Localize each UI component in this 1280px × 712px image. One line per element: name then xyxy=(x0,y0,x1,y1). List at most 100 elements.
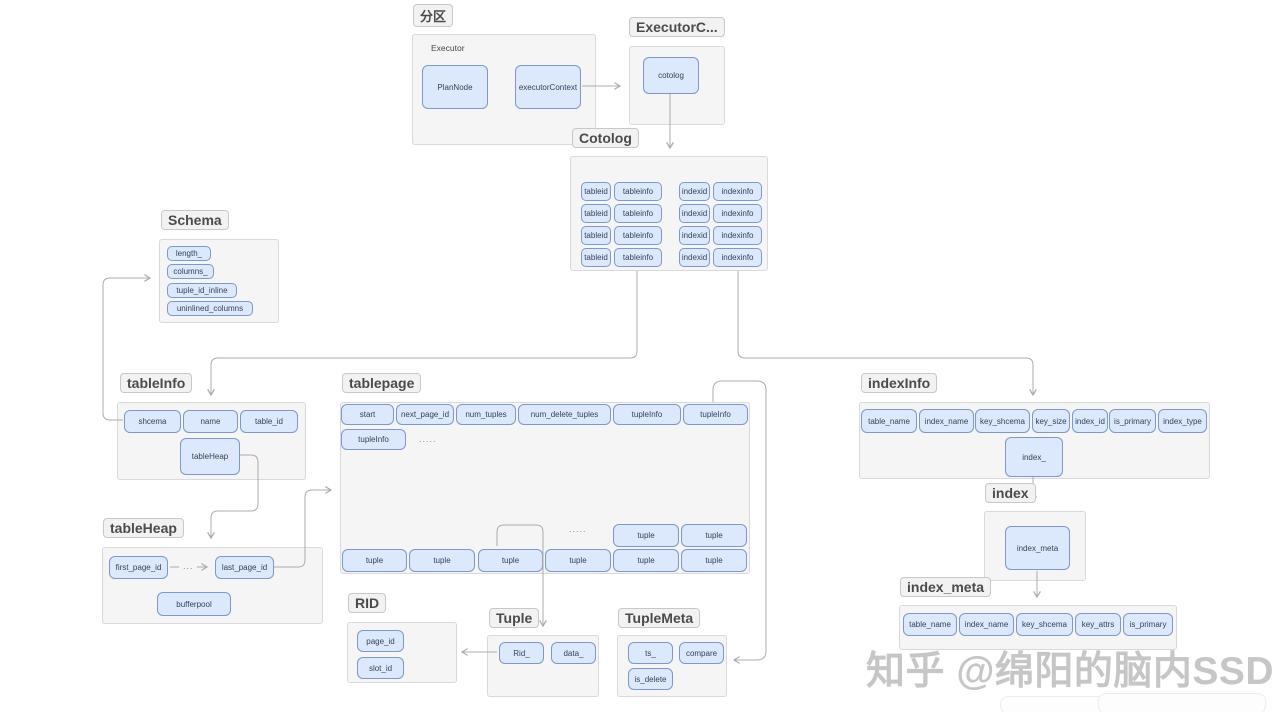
tableid-cell: tableid xyxy=(581,204,611,223)
indexid-cell: indexid xyxy=(679,226,710,245)
cotolog-container: tableid tableinfo indexid indexinfo tabl… xyxy=(570,156,768,271)
ellipsis-text: ..... xyxy=(419,434,437,444)
tableinfo-cell: tableinfo xyxy=(614,204,662,223)
indexid-cell: indexid xyxy=(679,182,710,201)
last-page-id-box: last_page_id xyxy=(215,556,274,579)
indexmeta-label: index_meta xyxy=(900,577,992,597)
index-name-box: index_name xyxy=(919,409,974,433)
table-id-box: table_id xyxy=(240,410,298,433)
length-box: length_ xyxy=(167,246,211,261)
wire-lastpage-to-tablepage xyxy=(274,486,333,568)
bufferpool-box: bufferpool xyxy=(157,592,231,616)
index-ref-box: index_ xyxy=(1005,437,1063,477)
wire-tuple-to-tuple-struct xyxy=(496,524,547,628)
shcema-box: shcema xyxy=(124,410,181,433)
table-name-box: table_name xyxy=(903,613,957,636)
is-delete-box: is_delete xyxy=(628,668,673,690)
tableheap-label: tableHeap xyxy=(103,518,184,538)
key-attrs-box: key_attrs xyxy=(1075,613,1121,636)
tuple-container: Rid_ data_ xyxy=(487,635,599,697)
tuple-box: tuple xyxy=(545,549,611,572)
uninlined-columns-box: uninlined_columns xyxy=(167,301,253,316)
tuple-box: tuple xyxy=(681,524,747,547)
page-id-box: page_id xyxy=(357,630,404,652)
rid-label: RID xyxy=(348,593,387,613)
is-primary-box: is_primary xyxy=(1109,409,1156,433)
start-box: start xyxy=(341,404,394,425)
first-page-id-box: first_page_id xyxy=(109,556,168,579)
indexid-cell: indexid xyxy=(679,248,710,267)
wire-tableheapbox-to-tableheap xyxy=(207,454,259,540)
tuple-id-inline-box: tuple_id_inline xyxy=(167,283,237,298)
table-name-box: table_name xyxy=(861,409,917,433)
schema-container: length_ columns_ tuple_id_inline uninlin… xyxy=(159,239,279,323)
catalog-row: tableid tableinfo indexid indexinfo xyxy=(581,226,767,245)
rid-ref-box: Rid_ xyxy=(499,642,544,664)
cropped-box xyxy=(1098,693,1266,712)
catalog-row: tableid tableinfo indexid indexinfo xyxy=(581,248,767,267)
key-shcema-box: key_shcema xyxy=(975,409,1030,433)
next-page-id-box: next_page_id xyxy=(396,404,454,425)
tuplemeta-container: ts_ compare is_delete xyxy=(617,635,727,697)
indexinfo-cell: indexinfo xyxy=(713,204,762,223)
executor-container: Executor PlanNode executorContext xyxy=(412,34,596,145)
ellipsis-text: ... xyxy=(183,561,194,571)
wire-tupleinfo-to-tuplemeta xyxy=(712,380,767,664)
ts-box: ts_ xyxy=(628,642,673,664)
compare-box: compare xyxy=(679,642,724,664)
index-label: index xyxy=(985,483,1036,503)
executorcontext-container: cotolog xyxy=(629,46,725,125)
tableid-cell: tableid xyxy=(581,226,611,245)
tableheap-ref-box: tableHeap xyxy=(180,438,240,475)
is-primary-box: is_primary xyxy=(1123,613,1173,636)
executorcontext-label: ExecutorC... xyxy=(629,17,725,37)
index-meta-ref-box: index_meta xyxy=(1005,526,1070,570)
catalog-row: tableid tableinfo indexid indexinfo xyxy=(581,204,767,223)
indexinfo-cell: indexinfo xyxy=(713,226,762,245)
tableid-cell: tableid xyxy=(581,182,611,201)
wire-shcema-to-schema xyxy=(102,274,152,421)
tableinfo-cell: tableinfo xyxy=(614,248,662,267)
partition-label: 分区 xyxy=(413,4,454,27)
tuple-box: tuple xyxy=(681,549,747,572)
tuple-box: tuple xyxy=(409,549,475,572)
tableinfo-cell: tableinfo xyxy=(614,182,662,201)
watermark-text: 知乎 @绵阳的脑内SSD xyxy=(866,650,1275,693)
key-shcema-box: key_shcema xyxy=(1016,613,1073,636)
indexinfo-container: table_name index_name key_shcema key_siz… xyxy=(859,402,1210,479)
wire-indexinfo-col-to-indexinfo xyxy=(737,271,1037,397)
schema-label: Schema xyxy=(161,210,229,230)
executorcontext-box: executorContext xyxy=(515,65,581,109)
indexinfo-cell: indexinfo xyxy=(713,182,762,201)
name-box: name xyxy=(183,410,238,433)
tuple-box: tuple xyxy=(478,549,543,572)
tablepage-container: start next_page_id num_tuples num_delete… xyxy=(340,402,750,574)
tupleinfo-box: tupleInfo xyxy=(341,429,406,450)
indexinfo-cell: indexinfo xyxy=(713,248,762,267)
tableinfo-container: shcema name table_id tableHeap xyxy=(117,402,306,480)
tuplemeta-label: TupleMeta xyxy=(618,608,701,628)
tableinfo-label: tableInfo xyxy=(120,373,193,393)
catalog-row: tableid tableinfo indexid indexinfo xyxy=(581,182,767,201)
cotolog-label: Cotolog xyxy=(572,128,639,148)
rid-container: page_id slot_id xyxy=(347,622,457,683)
tuple-box: tuple xyxy=(613,524,679,547)
tuple-box: tuple xyxy=(342,549,407,572)
indexmeta-container: table_name index_name key_shcema key_att… xyxy=(899,605,1177,650)
data-box: data_ xyxy=(551,642,596,664)
tableheap-container: first_page_id ... last_page_id bufferpoo… xyxy=(102,547,323,624)
tupleinfo-box: tupleInfo xyxy=(613,404,681,425)
slot-id-box: slot_id xyxy=(357,657,404,679)
index-type-box: index_type xyxy=(1158,409,1207,433)
tuple-label: Tuple xyxy=(489,608,540,628)
plannode-box: PlanNode xyxy=(422,65,488,109)
tableinfo-cell: tableinfo xyxy=(614,226,662,245)
key-size-box: key_size xyxy=(1032,409,1070,433)
tablepage-label: tablepage xyxy=(342,373,422,393)
ellipsis-text: ..... xyxy=(569,524,587,534)
indexinfo-label: indexInfo xyxy=(861,373,938,393)
wire-tableinfo-col-to-tableinfo xyxy=(207,271,638,397)
index-id-box: index_id xyxy=(1072,409,1108,433)
indexid-cell: indexid xyxy=(679,204,710,223)
cotolog-box: cotolog xyxy=(643,57,699,94)
